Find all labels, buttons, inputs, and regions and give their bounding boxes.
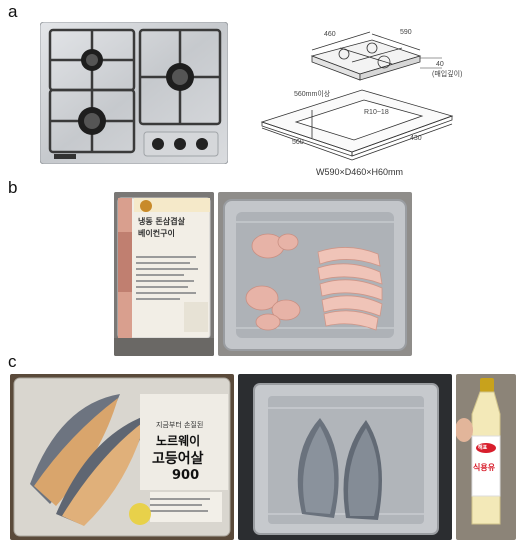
dim-cut-width: 560 [292, 139, 304, 146]
burner-right [166, 63, 194, 91]
bacon-label-line1: 냉동 돈삼겹살 [138, 217, 185, 226]
dim-width: 590 [400, 29, 412, 36]
burner-large [78, 107, 106, 135]
dim-summary: W590×D460×H60mm [316, 167, 403, 177]
dim-height-note: (매입깊이) [432, 69, 462, 78]
mackerel-tray-photo [238, 374, 452, 540]
dim-depth-cut: 560mm이상 [294, 89, 331, 98]
bacon-label-line2: 베이컨구이 [138, 229, 175, 238]
panel-label-b: b [8, 178, 18, 197]
knob-1 [152, 138, 164, 150]
oil-brand: 해표 [478, 445, 488, 451]
fish-package-weight: 900 [172, 468, 200, 483]
cooktop-illustration [40, 22, 228, 164]
fish-package-title-1: 노르웨이 [156, 434, 201, 448]
dim-height: 40 [436, 61, 444, 68]
dim-cut-depth: 430 [410, 135, 422, 142]
knob-3 [196, 138, 208, 150]
oil-label: 식용유 [473, 463, 496, 472]
panel-label-c: c [8, 352, 17, 371]
mackerel-fillet [30, 394, 120, 506]
dim-radius: R10~18 [364, 109, 389, 116]
fish-package-subtitle: 지금부터 손질된 [156, 421, 204, 429]
cooktop-photo [40, 22, 228, 164]
bacon-package-photo: 냉동 돈삼겹살 베이컨구이 [114, 192, 214, 356]
cooktop-dimension-drawing: 590 460 40 (매입깊이) 560mm이상 R10~18 560 430… [260, 29, 462, 177]
mackerel-in-tray [297, 418, 382, 520]
mackerel-package-photo: 지금부터 손질된 노르웨이 고등어살 900 [10, 374, 234, 540]
pork-tray-photo [218, 192, 412, 356]
knob-2 [174, 138, 186, 150]
panel-label-a: a [8, 2, 18, 21]
burner-small [81, 49, 103, 71]
fish-package-title-2: 고등어살 [152, 451, 204, 467]
dim-depth: 460 [324, 31, 336, 38]
cooking-oil-photo: 해표 식용유 [456, 374, 516, 540]
